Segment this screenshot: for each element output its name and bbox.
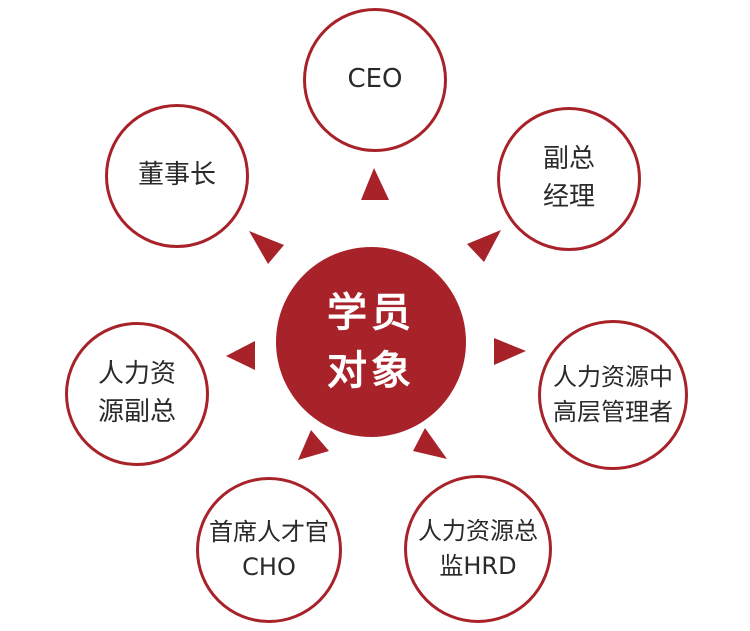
arrow-to-hr-vp — [226, 341, 255, 370]
arrow-to-deputy-gm — [467, 230, 501, 262]
arrow-to-ceo — [361, 168, 389, 200]
node-deputy-gm-line-1: 副总 — [542, 144, 595, 175]
node-hr-vp-line-2: 源副总 — [97, 397, 176, 427]
node-ceo: CEO — [303, 8, 447, 152]
node-hr-senior-line-2: 高层管理者 — [553, 398, 673, 426]
node-hr-director: 人力资源总 监HRD — [404, 475, 552, 623]
arrow-to-chairman — [249, 231, 284, 264]
node-hr-senior-line-1: 人力资源中 — [553, 363, 673, 392]
node-chairman: 董事长 — [105, 104, 249, 248]
node-hr-director-line-2: 监HRD — [439, 552, 517, 580]
node-deputy-gm-line-2: 经理 — [542, 182, 595, 212]
node-cho-line-2: CHO — [242, 553, 296, 581]
node-hr-vp-line-1: 人力资 — [97, 359, 176, 390]
node-hr-director-line-1: 人力资源总 — [418, 517, 538, 546]
arrow-to-hr-senior — [494, 338, 526, 365]
node-hr-senior-managers: 人力资源中 高层管理者 — [538, 320, 688, 470]
node-deputy-gm: 副总 经理 — [497, 107, 641, 251]
center-node-line-2: 对象 — [327, 348, 415, 394]
center-node-line-1: 学员 — [327, 290, 415, 336]
node-ceo-label: CEO — [347, 64, 403, 95]
center-node-trainees: 学员 对象 — [276, 247, 466, 437]
node-cho: 首席人才官 CHO — [196, 477, 342, 623]
arrow-to-cho — [298, 430, 329, 460]
arrow-to-hr-director — [413, 428, 447, 459]
node-cho-line-1: 首席人才官 — [209, 518, 329, 547]
node-hr-vp: 人力资 源副总 — [65, 322, 209, 466]
node-chairman-label: 董事长 — [137, 160, 216, 191]
